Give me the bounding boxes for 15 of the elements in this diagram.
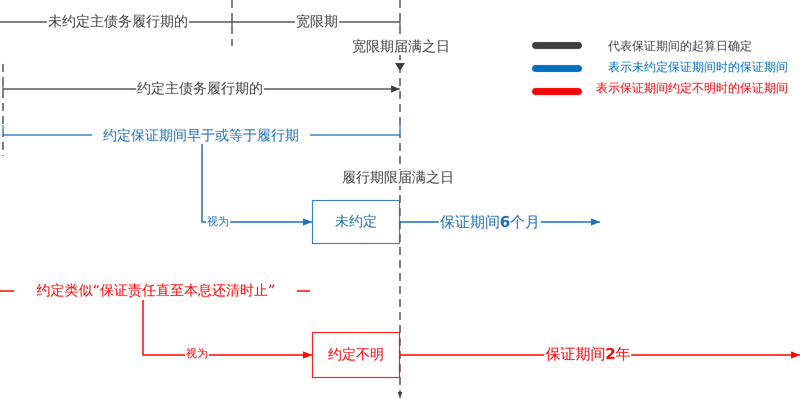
date-label: 履行期限届满之日 (341, 170, 455, 186)
arrow (142, 300, 312, 359)
date-label: 宽限期届满之日 (351, 39, 451, 55)
process-box: 未约定 (312, 200, 400, 244)
legend-text: 代表保证期间的起算日确定 (608, 39, 752, 53)
period-label: 未约定主债务履行期的 (47, 14, 189, 30)
legend-text: 表示保证期间约定不明时的保证期间 (596, 81, 788, 95)
edge-label: 保证期间2年 (544, 346, 632, 362)
arrow (201, 144, 312, 226)
legend-text: 表示未约定保证期间时的保证期间 (608, 60, 788, 74)
period-label: 约定主债务履行期的 (136, 81, 264, 97)
period-label: 宽限期 (295, 14, 339, 30)
condition-text: 约定保证期间早于或等于履行期 (92, 127, 310, 144)
process-box: 约定不明 (312, 332, 400, 378)
edge-label: 保证期间6个月 (438, 214, 542, 230)
